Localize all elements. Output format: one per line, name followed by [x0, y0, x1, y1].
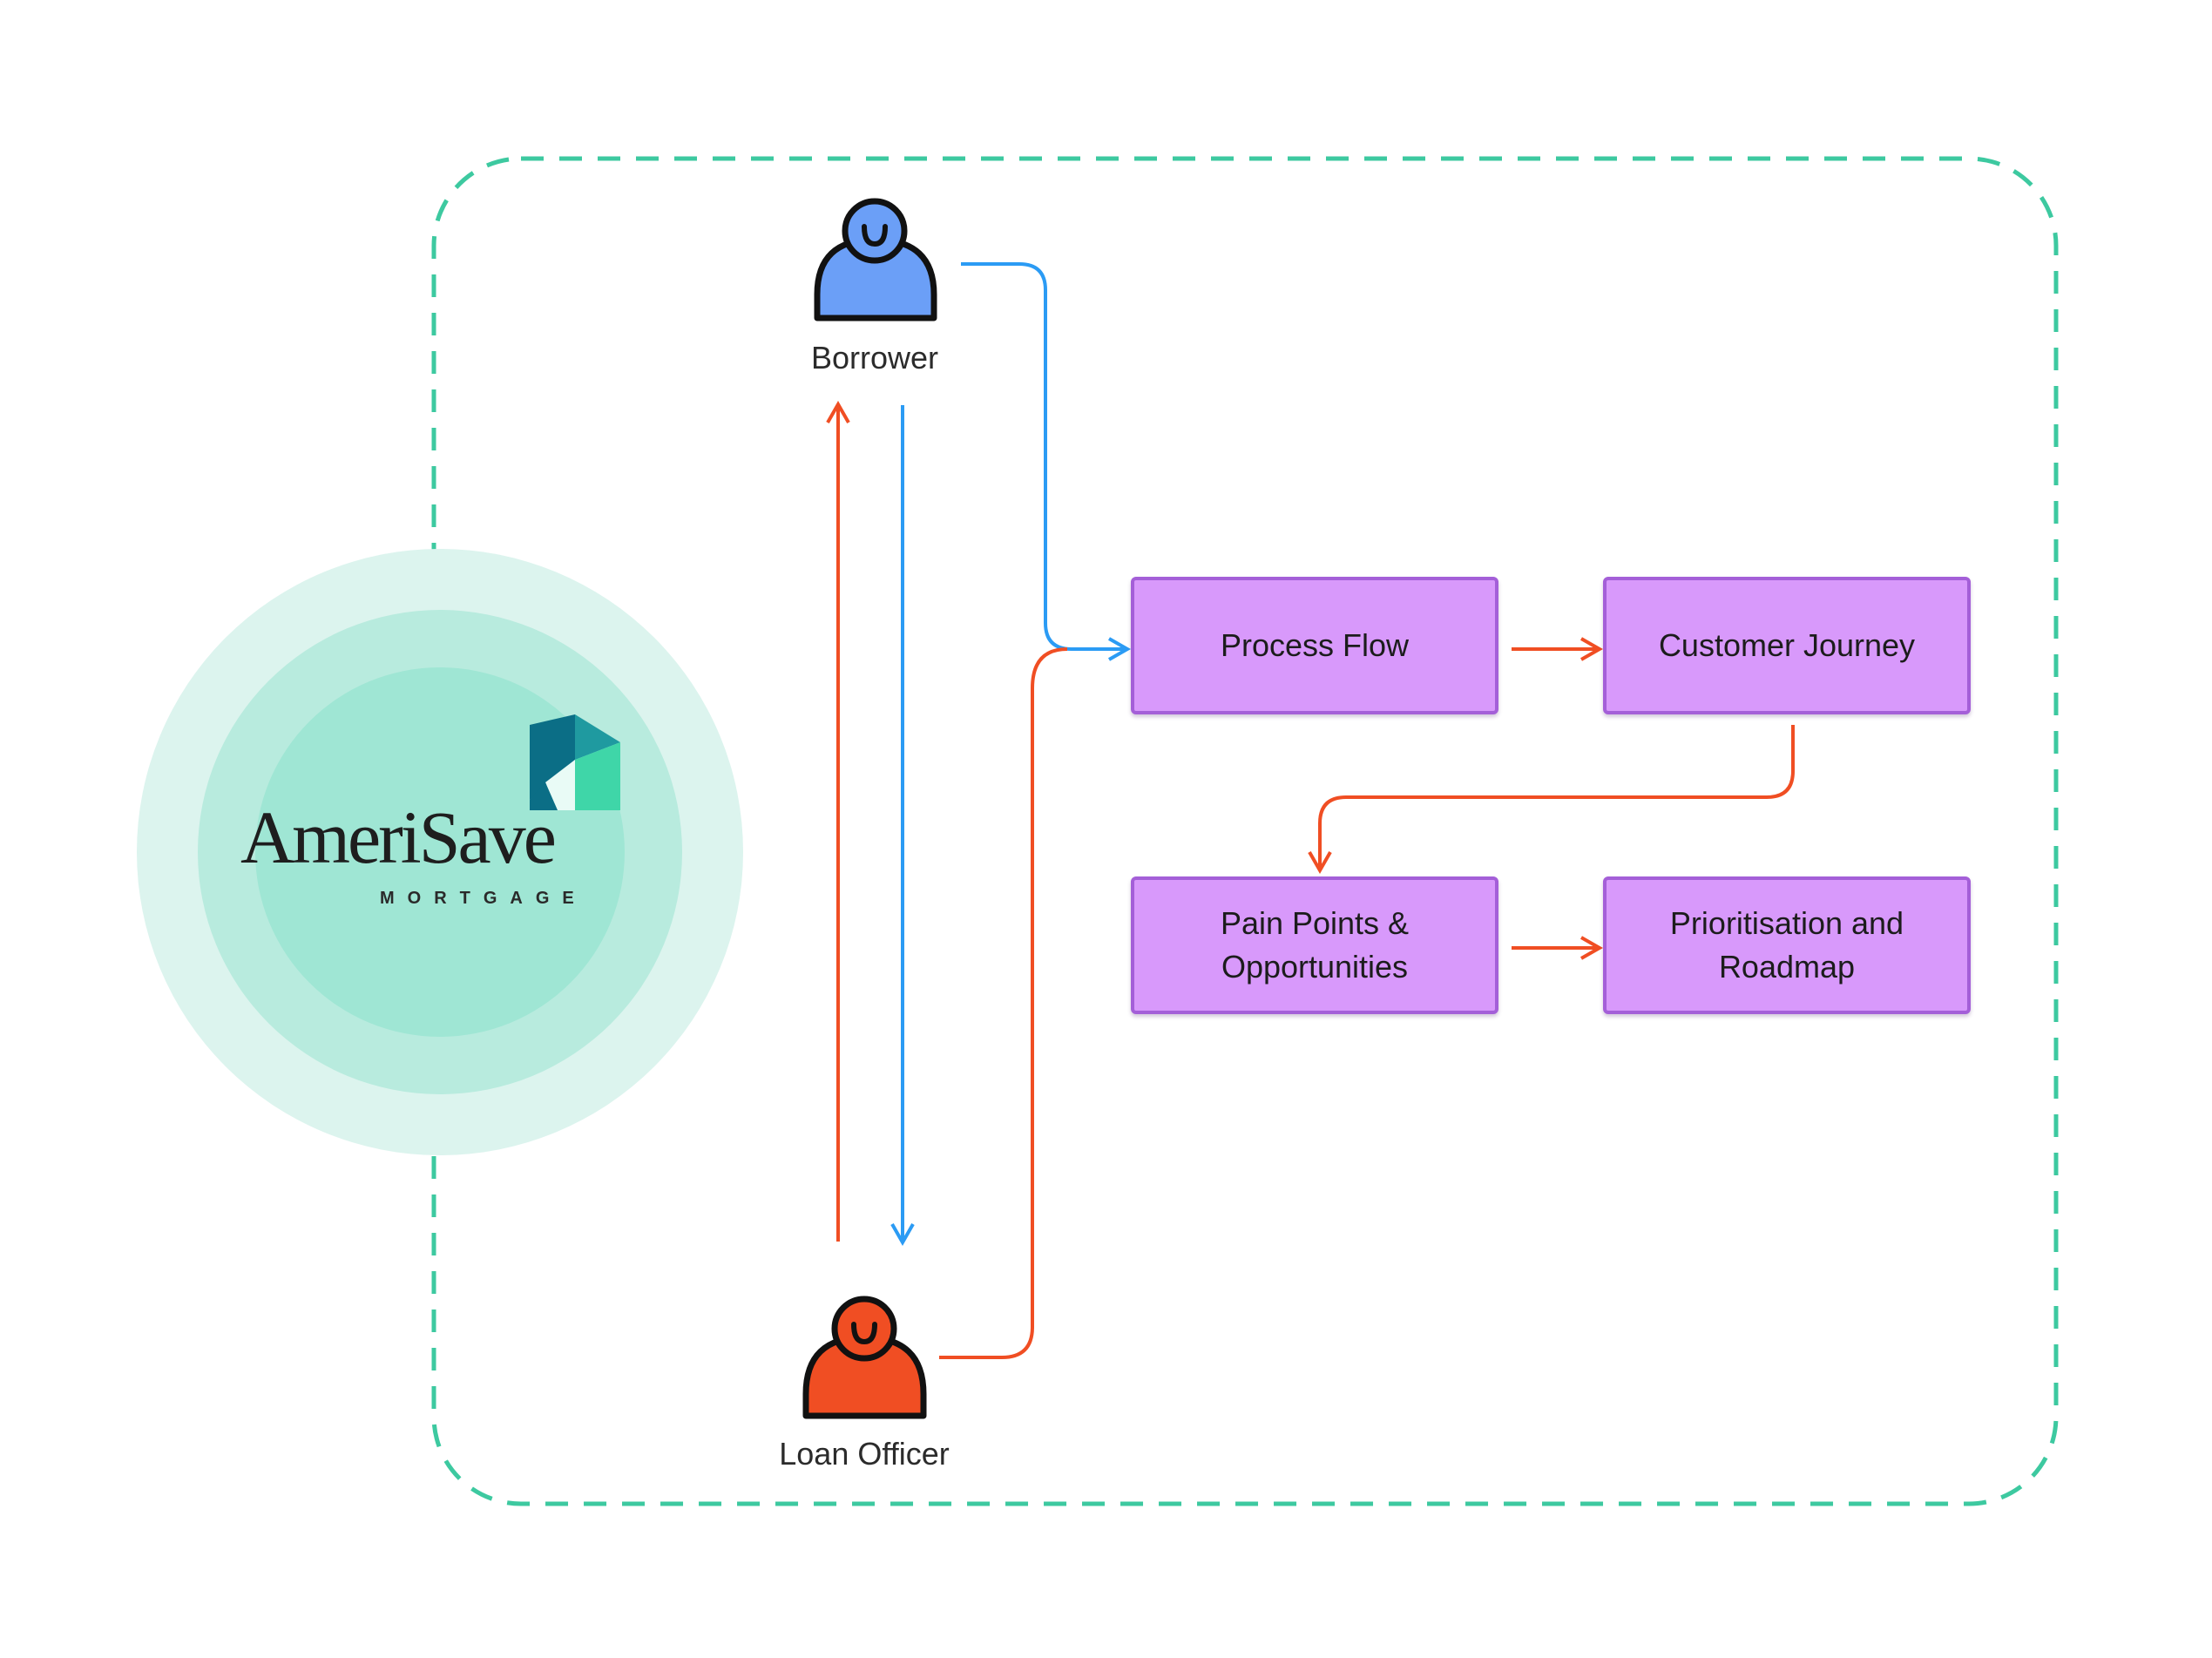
loan-officer-label: Loan Officer [779, 1436, 950, 1472]
borrower-label: Borrower [810, 340, 939, 376]
amerisave-logo-mark [530, 714, 620, 810]
borrower-icon [814, 198, 937, 321]
customer-journey-label: Customer Journey [1658, 627, 1916, 663]
customer-journey-box[interactable]: Customer Journey [1603, 577, 1971, 714]
pain-points-box[interactable]: Pain Points & Opportunities [1131, 876, 1498, 1014]
logo-name: AmeriSave [240, 795, 557, 879]
process-flow-label: Process Flow [1220, 627, 1410, 663]
prioritisation-box[interactable]: Prioritisation and Roadmap [1603, 876, 1971, 1014]
prioritisation-label: Prioritisation and Roadmap [1669, 905, 1904, 985]
borrower-to-process-arrow [961, 262, 1132, 661]
logo-subtitle: MORTGAGE [380, 889, 587, 908]
pain-points-label: Pain Points & Opportunities [1220, 905, 1410, 985]
journey-to-painpoints-arrow [1308, 725, 1795, 875]
process-flow-box[interactable]: Process Flow [1131, 577, 1498, 714]
loan-officer-icon [802, 1296, 927, 1419]
connectors [826, 262, 1795, 1359]
loan-officer-to-process-arrow [939, 647, 1068, 1359]
